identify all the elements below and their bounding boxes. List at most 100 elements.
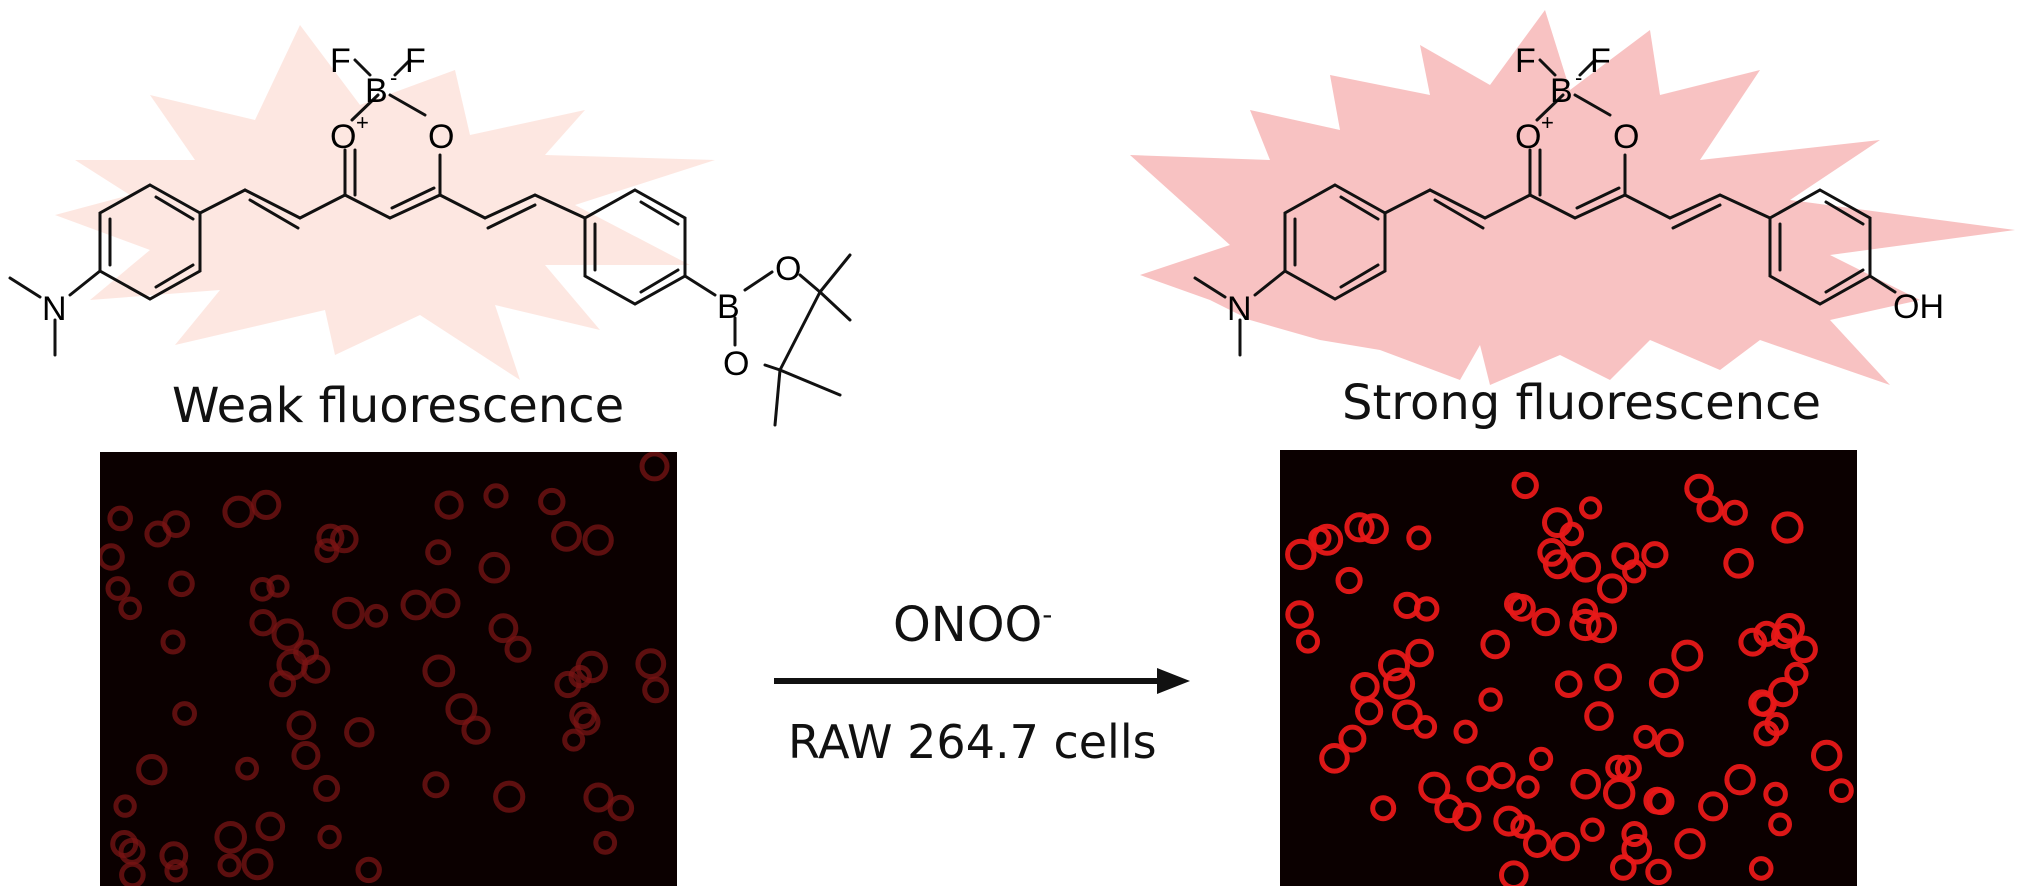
right-molecule-bonds (1193, 58, 1897, 357)
cell-mark (1621, 833, 1653, 865)
cell-mark (1671, 639, 1704, 672)
atom-f: F (405, 42, 426, 80)
cell-mark (1418, 771, 1451, 804)
cell-mark (1721, 499, 1748, 526)
cell-mark (1285, 538, 1317, 571)
atom-b: B (1550, 72, 1573, 110)
cell-mark (119, 861, 146, 886)
cell-mark (430, 588, 461, 619)
cell-mark (422, 654, 456, 688)
cell-mark (136, 754, 168, 786)
cell-mark (568, 664, 592, 689)
cell-mark (1622, 559, 1647, 584)
cell-mark (164, 859, 188, 883)
cell-mark (1466, 765, 1494, 793)
cell-mark (330, 524, 359, 554)
cell-mark (1645, 858, 1672, 886)
reaction-condition-label: RAW 264.7 cells (788, 715, 1157, 769)
cell-mark (1355, 697, 1384, 726)
weak-fluorescence-caption: Weak fluorescence (172, 378, 625, 434)
cell-mark (107, 505, 134, 532)
cell-mark (400, 589, 432, 621)
cell-mark (317, 824, 342, 850)
cell-mark (1488, 762, 1516, 790)
cell-mark (642, 676, 669, 704)
cell-mark (314, 538, 340, 563)
cell-mark (162, 510, 190, 538)
cell-mark (1319, 743, 1350, 774)
atom-f: F (1515, 42, 1536, 80)
atom-o: O (1613, 118, 1639, 156)
cell-mark (1580, 817, 1605, 842)
cell-mark (222, 495, 255, 528)
atom-n: N (42, 290, 67, 328)
cell-image-left (100, 452, 670, 886)
cell-mark (635, 648, 667, 680)
cell-mark (1308, 526, 1332, 550)
cell-mark (1748, 856, 1774, 881)
cell-mark (276, 649, 308, 681)
cell-mark (1764, 712, 1789, 737)
cell-mark (313, 774, 341, 802)
cell-mark (1621, 821, 1648, 847)
cell-mark (1508, 593, 1536, 622)
cell-mark (291, 741, 321, 770)
reaction-arrow (774, 668, 1190, 694)
cell-mark (1579, 496, 1603, 520)
cell-mark (504, 635, 532, 663)
cell-mark (1537, 538, 1567, 567)
cell-mark (1554, 670, 1583, 698)
reagent-charge: - (1042, 598, 1053, 631)
cell-mark (1311, 523, 1344, 556)
cell-mark (1531, 607, 1561, 637)
cell-mark (332, 596, 365, 630)
cell-mark (241, 848, 274, 881)
cell-mark (1529, 746, 1554, 771)
cell-mark (1641, 541, 1669, 569)
cell-mark (483, 483, 509, 509)
cell-mark (1569, 608, 1602, 642)
cell-mark (1504, 592, 1527, 616)
cell-mark (1542, 507, 1573, 538)
cell-mark (1790, 635, 1818, 664)
cell-mark (551, 521, 582, 552)
atom-oh: OH (1893, 288, 1944, 326)
cell-mark (1452, 802, 1482, 832)
cell-image-right (1285, 471, 1854, 886)
cell-mark (1751, 691, 1777, 718)
cell-mark (100, 543, 125, 571)
cell-mark (1811, 739, 1843, 772)
cell-mark (573, 708, 601, 736)
strong-fluorescence-caption: Strong fluorescence (1342, 375, 1821, 431)
left-molecule-bonds (8, 58, 852, 427)
cell-mark (251, 489, 282, 521)
cell-mark (235, 756, 260, 781)
cell-mark (1768, 812, 1793, 837)
cell-mark (1768, 677, 1799, 708)
cell-mark (1648, 668, 1679, 699)
cell-mark (1614, 754, 1642, 782)
cell-mark (1550, 831, 1581, 862)
strong-fluorescence-burst (1130, 10, 2015, 385)
cell-mark (1335, 566, 1363, 595)
cell-mark (1511, 471, 1539, 500)
cell-mark (1392, 699, 1423, 731)
cell-mark (271, 618, 304, 651)
strong-fluorescence-micrograph (1280, 450, 1857, 886)
cell-mark (1480, 629, 1510, 660)
cell-mark (1493, 805, 1525, 837)
charge-label: - (390, 65, 397, 90)
cell-mark (250, 577, 275, 602)
atom-o: O (428, 118, 454, 156)
cell-mark (1358, 513, 1389, 545)
atom-f: F (330, 42, 351, 80)
cell-mark (1350, 672, 1380, 702)
cell-mark (478, 551, 511, 584)
atom-f: F (1590, 42, 1611, 80)
cell-mark (1696, 495, 1724, 523)
cell-mark (266, 574, 290, 598)
cell-mark (582, 524, 614, 556)
atom-b: B (365, 72, 388, 110)
cell-mark (1296, 629, 1320, 654)
